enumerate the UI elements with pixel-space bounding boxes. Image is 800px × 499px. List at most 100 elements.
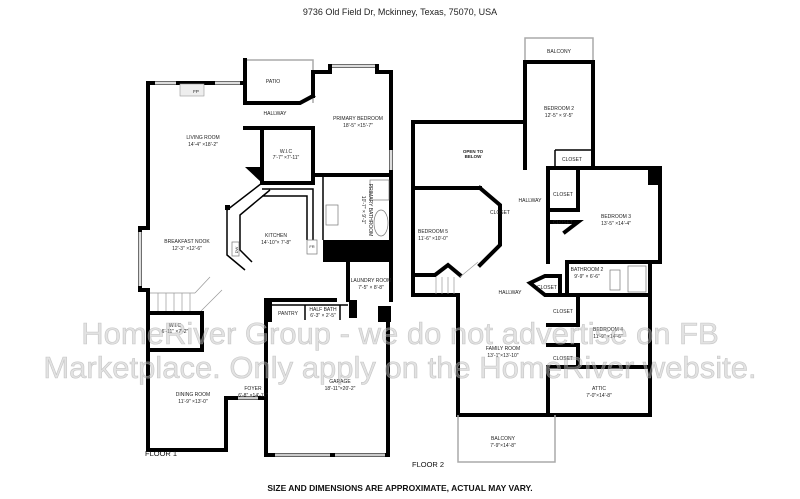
room-dims: 12'-5" × 9'-5" bbox=[545, 113, 574, 119]
room-dims: 14'-10"× 7'-8" bbox=[261, 240, 291, 246]
bedroom-5-wall-lower bbox=[411, 262, 463, 278]
room-dims: 7'-5" × 8'-8" bbox=[358, 285, 384, 291]
fireplace bbox=[179, 83, 205, 97]
room-name: BALCONY bbox=[491, 436, 516, 442]
room-name: CLOSET bbox=[553, 356, 573, 362]
room-dims: 6'-3" × 2'-5" bbox=[310, 313, 336, 319]
bath-bed4-walls bbox=[546, 260, 652, 369]
room-dims: 18'-11"×20'-2" bbox=[325, 386, 356, 392]
stairs bbox=[435, 261, 479, 294]
room-name: FOYER bbox=[244, 386, 262, 392]
balcony-outline bbox=[524, 37, 594, 62]
fireplace-label: FP bbox=[193, 89, 199, 94]
room-name: DINING ROOM bbox=[176, 392, 210, 398]
refrigerator bbox=[306, 239, 318, 255]
room-dims: 11'-9" ×13'-0" bbox=[178, 399, 208, 405]
refrigerator-label: FR bbox=[309, 244, 314, 249]
room-name: FAMILY ROOM bbox=[486, 346, 520, 352]
room-dims: 13'-1"×13'-10" bbox=[487, 353, 518, 359]
room-name: PRIMARY BEDROOM bbox=[333, 116, 383, 122]
wall-block bbox=[245, 167, 262, 183]
room-name: PANTRY bbox=[278, 311, 298, 317]
room-name: LIVING ROOM bbox=[186, 135, 219, 141]
room-dims: 10'-7" × 9'-1" bbox=[360, 196, 366, 225]
room-dims: 18'-5" ×15'-7" bbox=[343, 123, 373, 129]
room-name: BEDROOM 2 bbox=[544, 106, 574, 112]
room-name: LAUNDRY ROOM bbox=[351, 278, 392, 284]
toilet bbox=[609, 269, 621, 291]
room-name: PATIO bbox=[266, 79, 280, 85]
bathtub bbox=[325, 204, 339, 226]
room-dims: 11'-6" ×10'-0" bbox=[418, 236, 448, 242]
bedroom-5-wall bbox=[411, 185, 502, 277]
room-name: OPEN TO bbox=[463, 149, 484, 154]
room-name: HALLWAY bbox=[519, 198, 543, 204]
room-name: CLOSET bbox=[553, 220, 573, 226]
room-name: BEDROOM 5 bbox=[418, 229, 448, 235]
room-dims: 7'-7" ×7'-11" bbox=[273, 155, 300, 161]
room-dims: 14'-4" ×18'-2" bbox=[188, 142, 218, 148]
open-to-below-wall bbox=[411, 120, 527, 190]
floor-1-labels: PATIO HALLWAY PRIMARY BEDROOM 18'-5" ×15… bbox=[145, 79, 391, 458]
watermark-line-2: Marketplace. Only apply on the HomeRiver… bbox=[43, 350, 757, 386]
room-dims: 6'-11" ×7'-2" bbox=[162, 329, 189, 335]
room-dims: 11'-9" ×14'-6" bbox=[593, 334, 623, 340]
primary-divider bbox=[311, 126, 393, 177]
dishwasher bbox=[231, 241, 240, 257]
room-name: HALLWAY bbox=[264, 111, 288, 117]
tub bbox=[373, 209, 389, 237]
pantry-wall bbox=[270, 304, 348, 320]
floor-1-label: FLOOR 1 bbox=[145, 449, 177, 458]
bedroom-2-wall bbox=[523, 60, 595, 264]
floor-2-plan: BALCONY BEDROOM 2 12'-5" × 9'-5" OPEN TO… bbox=[411, 37, 662, 469]
watermark-line-1: HomeRiver Group - we do not advertise on… bbox=[81, 316, 719, 352]
hall-closet-wall bbox=[526, 274, 562, 297]
room-dims: 7'-0"×14'-8" bbox=[586, 393, 612, 399]
room-name: BEDROOM 3 bbox=[601, 214, 631, 220]
primary-bedroom-wall bbox=[311, 64, 393, 302]
bathtub bbox=[627, 265, 647, 293]
wall-block bbox=[648, 168, 660, 185]
room-dims: 6'-8" ×14'-11" bbox=[238, 393, 268, 399]
floor-2-label: FLOOR 2 bbox=[412, 460, 444, 469]
room-dims: 7'-9"×14'-8" bbox=[490, 443, 516, 449]
floor-1-plan: FP DW FR bbox=[138, 58, 393, 458]
room-name: ATTIC bbox=[592, 386, 606, 392]
room-name: HALF BATH bbox=[309, 307, 337, 313]
column bbox=[225, 205, 230, 210]
room-name: BEDROOM 4 bbox=[593, 327, 623, 333]
room-name: HALLWAY bbox=[499, 290, 523, 296]
room-name: W.I.C bbox=[169, 323, 182, 329]
laundry-wall bbox=[268, 260, 350, 322]
living-room-wall bbox=[146, 81, 246, 230]
dishwasher-label: DW bbox=[234, 246, 239, 253]
room-name: BREAKFAST NOOK bbox=[164, 239, 210, 245]
room-name: CLOSET bbox=[537, 285, 557, 291]
kitchen-counter bbox=[226, 182, 314, 271]
room-name: BATHROOM 2 bbox=[571, 267, 604, 273]
floor-2-labels: BALCONY BEDROOM 2 12'-5" × 9'-5" OPEN TO… bbox=[412, 49, 631, 469]
wall-block bbox=[349, 300, 357, 318]
closet-walls bbox=[546, 166, 584, 235]
room-name: CLOSET bbox=[553, 309, 573, 315]
room-name: CLOSET bbox=[553, 192, 573, 198]
address-title: 9736 Old Field Dr, Mckinney, Texas, 7507… bbox=[302, 7, 498, 17]
room-name: PRIMARY BATHROOM bbox=[367, 184, 373, 237]
room-dims: BELOW bbox=[465, 154, 483, 159]
room-dims: 13'-5" ×14'-4" bbox=[601, 221, 631, 227]
lower-wic-wall bbox=[146, 311, 204, 352]
shower bbox=[369, 179, 390, 201]
disclaimer-footer: SIZE AND DIMENSIONS ARE APPROXIMATE, ACT… bbox=[267, 483, 533, 493]
room-name: W.I.C bbox=[280, 149, 293, 155]
room-name: BALCONY bbox=[547, 49, 572, 55]
room-dims: 9'-9" × 6'-6" bbox=[574, 274, 600, 280]
closet-wall bbox=[554, 149, 593, 168]
wic-wall bbox=[243, 126, 315, 185]
stairs bbox=[150, 276, 223, 313]
room-name: KITCHEN bbox=[265, 233, 287, 239]
room-name: GARAGE bbox=[329, 379, 351, 385]
room-dims: 12'-3" ×12'-6" bbox=[172, 246, 202, 252]
balcony-2-outline bbox=[457, 415, 556, 463]
